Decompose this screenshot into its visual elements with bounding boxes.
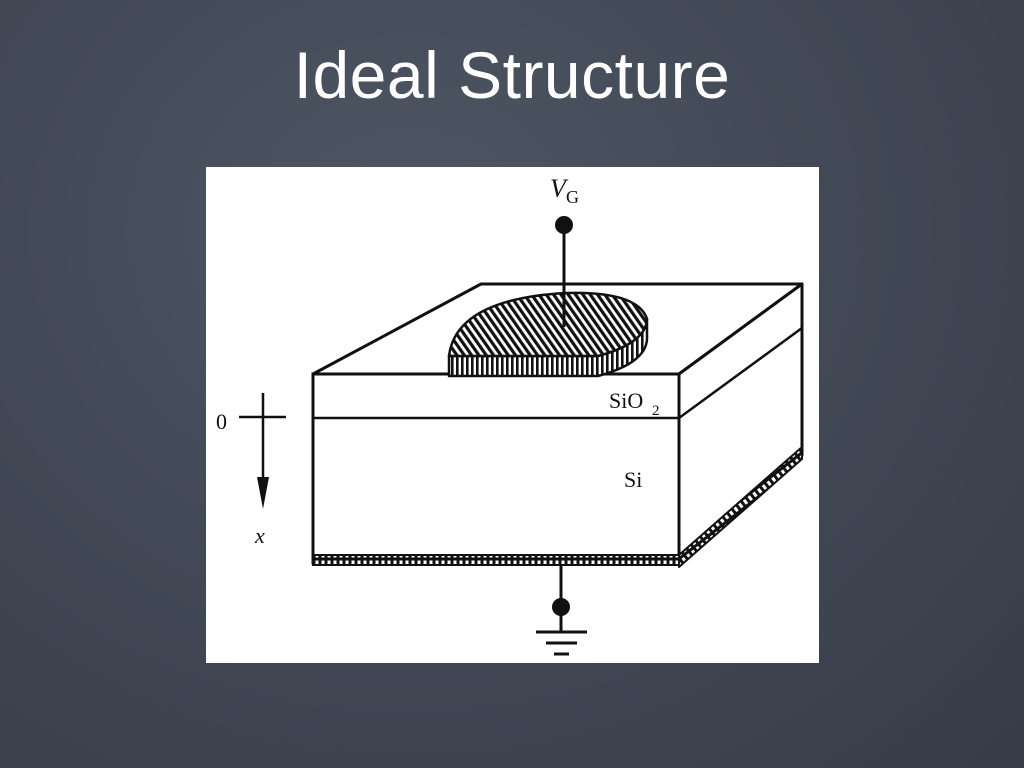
oxide-label: SiO [609,388,643,413]
depth-axis-direction-label: x [254,523,265,548]
gate-voltage-subscript: G [566,187,579,207]
slide-title: Ideal Structure [293,38,731,112]
gate-voltage-label: V [550,174,569,203]
gate-top [447,291,649,358]
silicon-label: Si [624,467,642,492]
oxide-interface-side [678,326,803,420]
oxide-label-subscript: 2 [652,403,660,419]
front-face [311,372,681,565]
back-contact-side [678,446,803,568]
back-contact-front [312,554,680,566]
ground-icon [536,630,587,656]
mos-diagram: V G SiO 2 Si 0 x [206,167,819,663]
depth-axis-arrowhead [257,477,269,509]
mos-diagram-svg: V G SiO 2 Si 0 x [216,174,804,656]
depth-axis-origin-label: 0 [216,409,227,434]
gate-terminal [555,216,573,234]
ground-terminal [552,598,570,616]
